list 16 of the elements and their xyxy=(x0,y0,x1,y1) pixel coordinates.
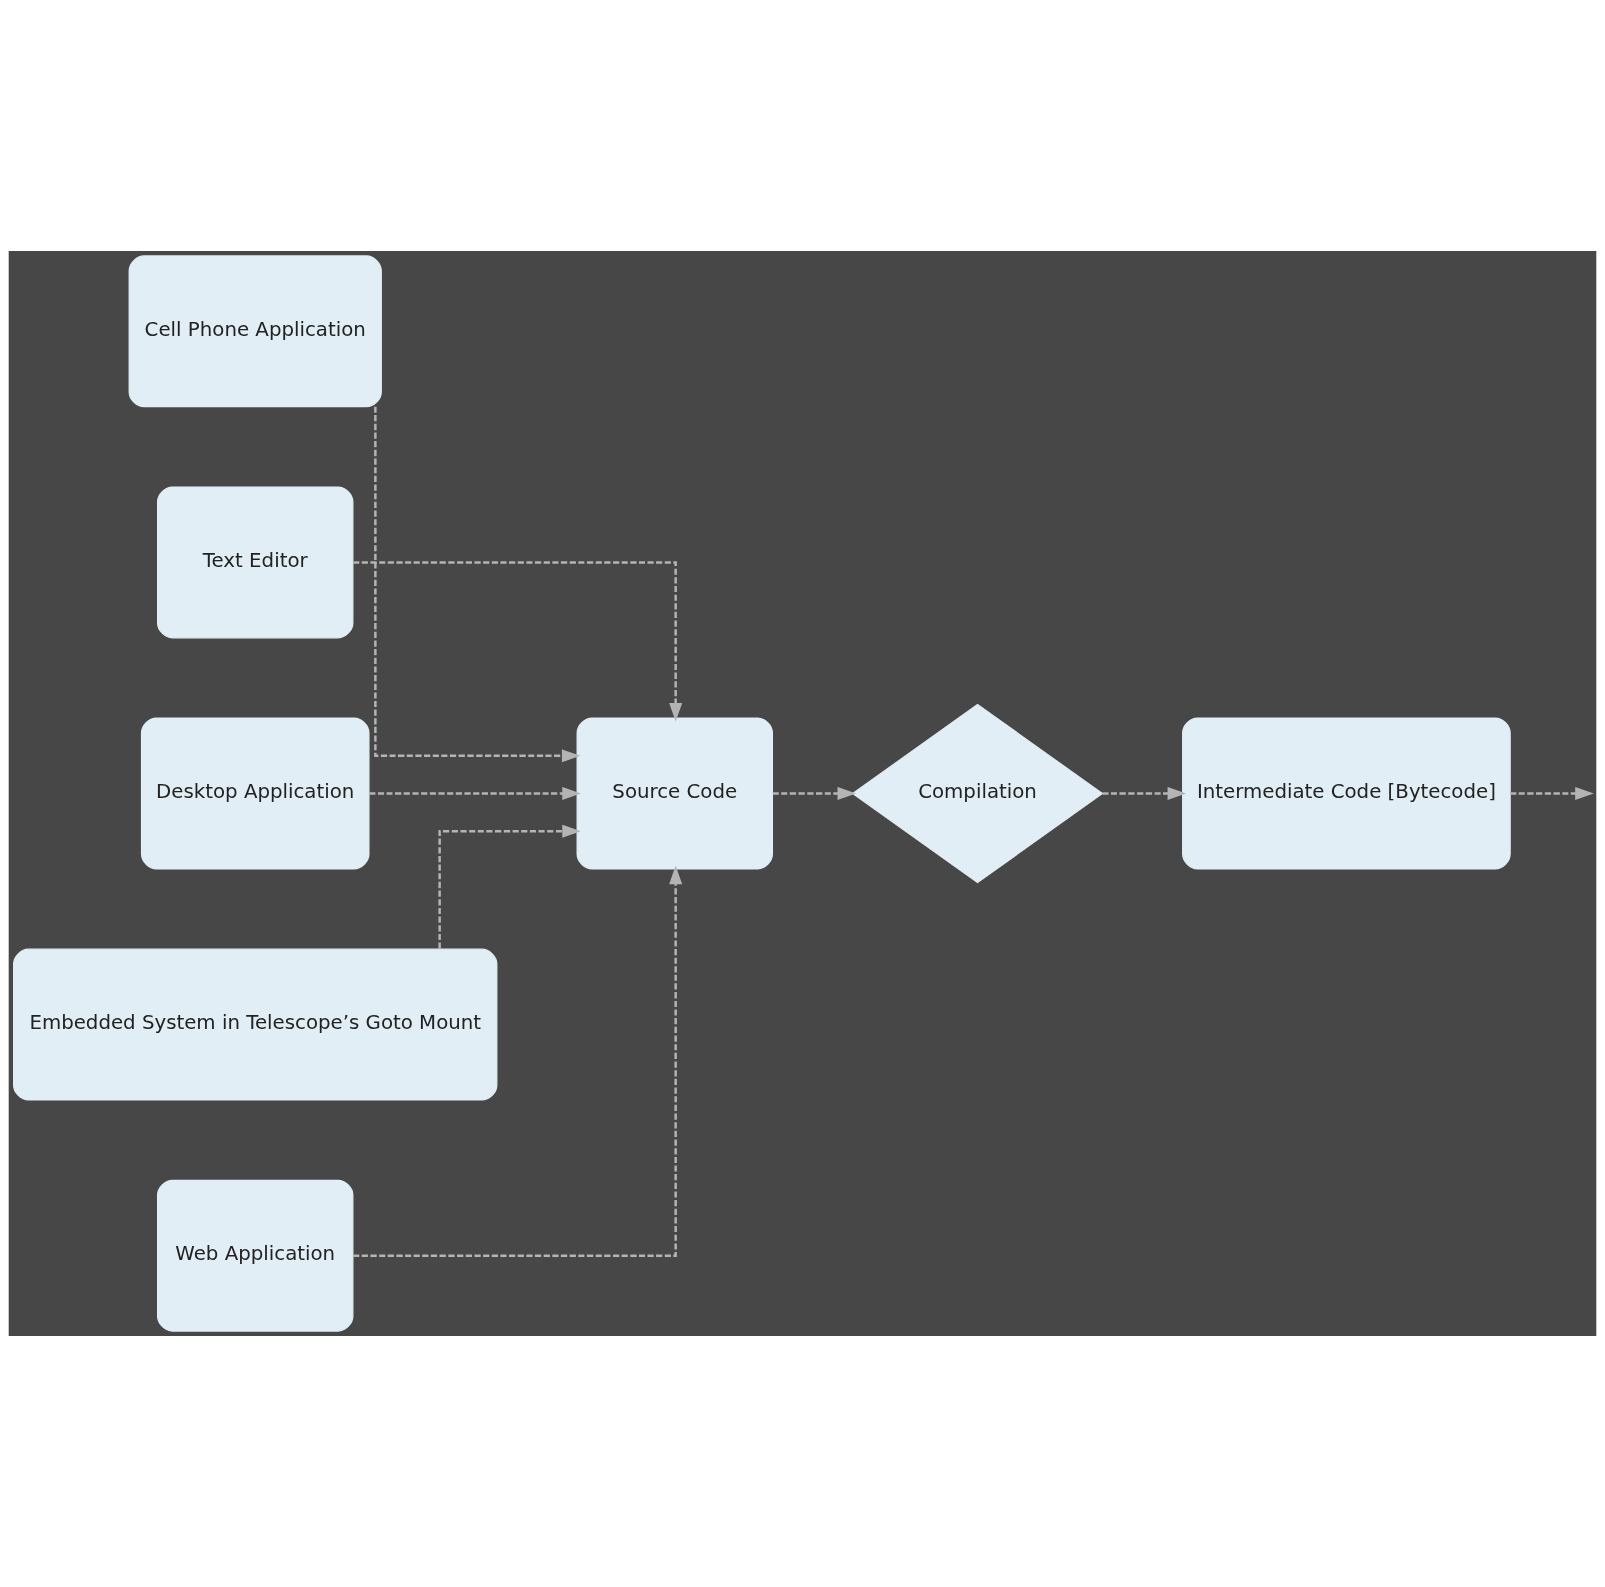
arrow xyxy=(1102,787,1187,800)
node-box: Desktop Application xyxy=(140,717,370,870)
arrow xyxy=(438,824,581,949)
arrow xyxy=(369,787,581,800)
node-box: Embedded System in Telescope’s Goto Mount xyxy=(13,948,498,1101)
arrow xyxy=(353,561,683,722)
arrow xyxy=(772,787,857,800)
arrow xyxy=(374,406,581,763)
node-box: Intermediate Code [Bytecode] xyxy=(1182,717,1511,870)
node-diamond: Compilation xyxy=(851,703,1104,884)
node-box: Cell Phone Application xyxy=(128,255,382,408)
arrow xyxy=(353,865,683,1257)
node-box: Source Code xyxy=(576,717,773,870)
arrow xyxy=(1510,787,1594,800)
node-box: Web Application xyxy=(157,1179,354,1332)
node-box: Text Editor xyxy=(157,486,354,639)
